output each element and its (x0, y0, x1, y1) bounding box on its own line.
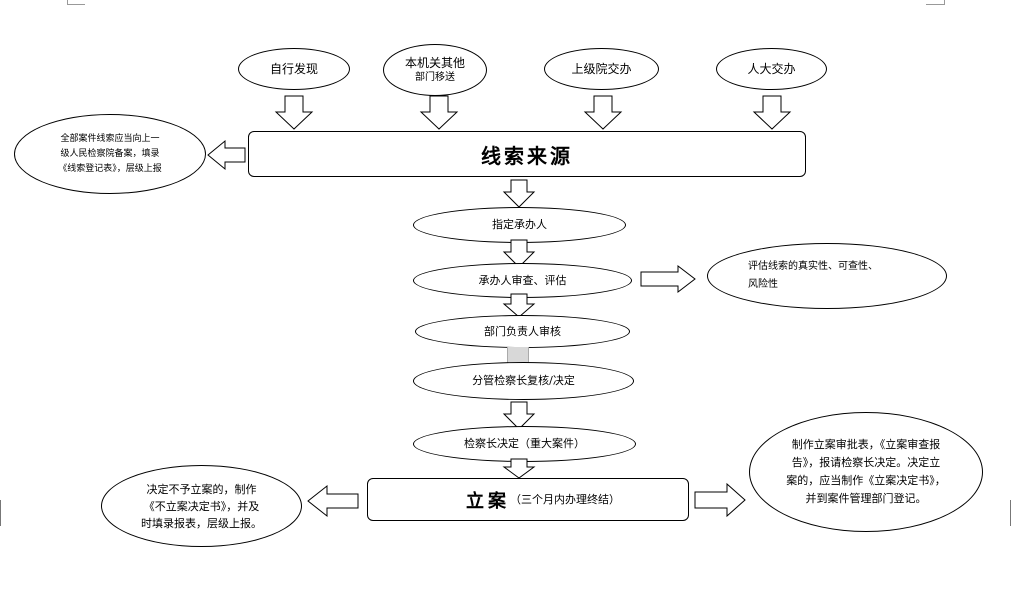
source-upper-transfer-label: 上级院交办 (571, 61, 632, 76)
assessment-note-oval: 评估线索的真实性、可查性、 风险性 (707, 243, 947, 309)
arrow-down-npc-transfer (752, 95, 792, 130)
assessment-note-line2: 风险性 (748, 279, 778, 290)
step-chief: 检察长决定（重大案件） (413, 426, 636, 462)
no-case-note-line3: 时填录报表，层级上报。 (141, 516, 262, 530)
case-filing-box: 立案 （三个月内办理终结） (367, 478, 689, 521)
arrow-down-to-dept-head (502, 293, 536, 318)
step-dept-head-label: 部门负责人审核 (484, 324, 561, 338)
arrow-right-to-assessment (640, 264, 696, 294)
source-npc-transfer: 人大交办 (716, 48, 827, 90)
corner-mark-top-right-h (926, 4, 944, 5)
connector-bar (507, 347, 529, 363)
source-other-dept-line1: 本机关其他 (404, 56, 465, 70)
case-filing-title: 立案 (466, 490, 510, 512)
source-other-dept: 本机关其他 部门移送 (383, 44, 487, 96)
step-assign-label: 指定承办人 (492, 218, 547, 231)
source-self-found: 自行发现 (238, 48, 350, 90)
arrow-down-to-assign (502, 179, 536, 208)
source-self-found-label: 自行发现 (269, 61, 318, 76)
corner-mark-bottom-left (0, 500, 4, 526)
corner-mark-top-right (944, 0, 945, 5)
arrow-left-to-no-case (307, 484, 359, 518)
corner-mark-bottom-right (1007, 500, 1011, 526)
arrow-down-upper-transfer (583, 95, 623, 130)
case-filing-subtitle: （三个月内办理终结） (510, 492, 620, 506)
arrow-down-self-found (274, 95, 314, 130)
filing-note-oval: 制作立案审批表，《立案审查报 告》，报请检察长决定。决定立 案的，应当制作《立案… (749, 412, 983, 532)
left-note-line2: 级人民检察院备案，填录 (60, 148, 160, 159)
arrow-down-to-case-filing (502, 458, 536, 479)
corner-mark-top-left (67, 0, 68, 5)
step-deputy: 分管检察长复核/决定 (413, 362, 634, 400)
no-case-note-line1: 决定不予立案的，制作 (146, 482, 257, 496)
clue-source-box: 线索来源 (248, 131, 806, 177)
assessment-note-line1: 评估线索的真实性、可查性、 (748, 261, 878, 272)
arrow-left-to-note (207, 139, 246, 171)
left-note-line1: 全部案件线索应当向上一 (60, 133, 160, 144)
step-review-label: 承办人审查、评估 (478, 273, 567, 287)
source-npc-transfer-label: 人大交办 (747, 61, 796, 76)
clue-source-title: 线索来源 (481, 143, 573, 168)
step-dept-head: 部门负责人审核 (415, 315, 630, 348)
step-assign: 指定承办人 (413, 207, 626, 243)
source-upper-transfer: 上级院交办 (544, 48, 659, 90)
arrow-down-other-dept (419, 95, 459, 130)
arrow-right-to-filing-note (694, 482, 746, 518)
filing-note-line3: 案的，应当制作《立案决定书》， (786, 474, 946, 487)
filing-note-line4: 并到案件管理部门登记。 (805, 492, 927, 505)
step-deputy-label: 分管检察长复核/决定 (472, 374, 575, 387)
filing-note-line2: 告》，报请检察长决定。决定立 (791, 456, 941, 469)
arrow-down-to-chief (502, 401, 536, 430)
no-case-note-line2: 《不立案决定书》，并及 (143, 499, 260, 513)
no-case-note-oval: 决定不予立案的，制作 《不立案决定书》，并及 时填录报表，层级上报。 (101, 465, 302, 547)
step-review: 承办人审查、评估 (413, 263, 632, 298)
left-note-oval: 全部案件线索应当向上一 级人民检察院备案，填录 《线索登记表》，层级上报 (14, 114, 206, 194)
corner-mark-top-left-h (67, 4, 85, 5)
arrow-down-to-review (502, 239, 536, 268)
source-other-dept-line2: 部门移送 (415, 72, 455, 83)
step-chief-label: 检察长决定（重大案件） (464, 437, 585, 450)
left-note-line3: 《线索登记表》，层级上报 (58, 163, 162, 174)
filing-note-line1: 制作立案审批表，《立案审查报 (791, 438, 941, 451)
